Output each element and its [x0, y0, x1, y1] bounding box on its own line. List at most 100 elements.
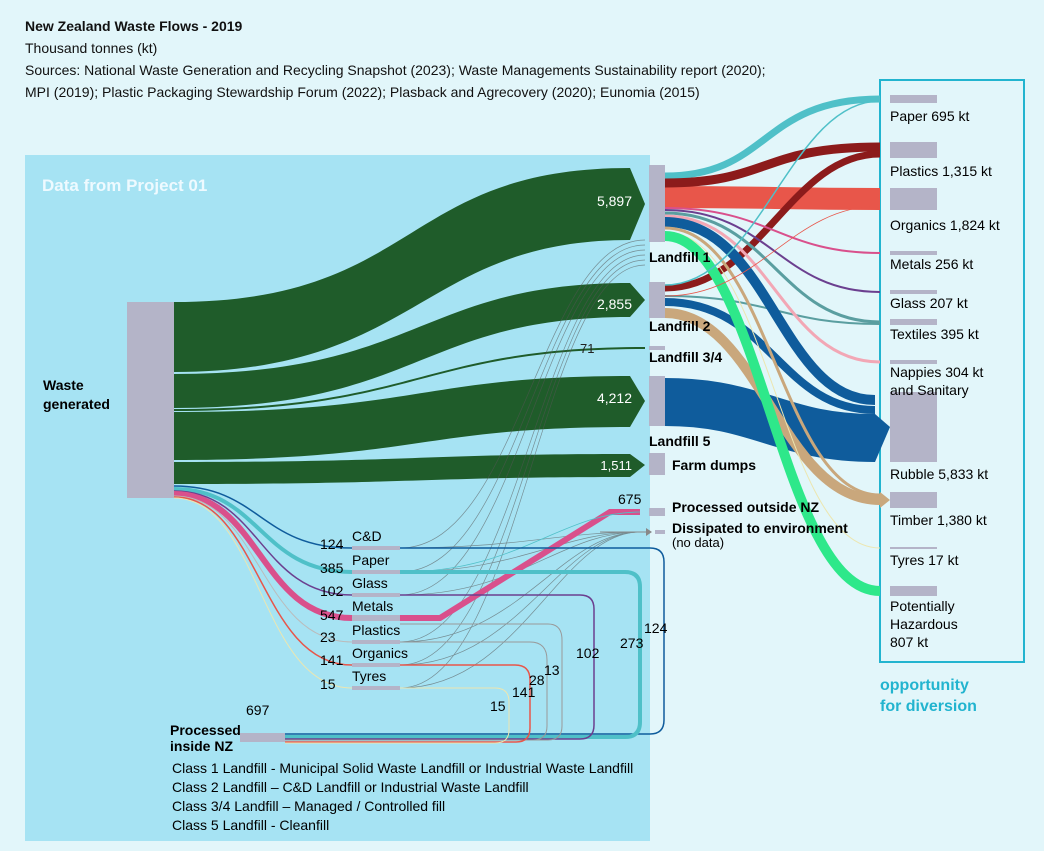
category-label: Potentially: [890, 598, 955, 614]
return-value-plastics: 13: [544, 662, 560, 678]
material-value: 547: [320, 607, 344, 623]
diversion-line-1: opportunity: [880, 677, 969, 694]
return-tyres: [285, 687, 510, 744]
farm-dumps-value: 1,511: [600, 458, 632, 473]
legend-line: Class 2 Landfill – C&D Landfill or Indus…: [172, 779, 529, 795]
category-label: Paper 695 kt: [890, 108, 969, 124]
flow-l2-rubble: [664, 298, 876, 414]
flow-l1-timber: [664, 226, 881, 497]
inside-nz-node: [240, 733, 285, 742]
material-value: 102: [320, 583, 344, 599]
flow-l1-paper: [664, 95, 881, 180]
landfill-2-node: [649, 282, 665, 318]
landfill-2-value: 2,855: [597, 296, 632, 312]
category-label: Tyres 17 kt: [890, 552, 959, 568]
category-label: Organics 1,824 kt: [890, 217, 1000, 233]
flow-glass: [173, 490, 353, 596]
flow-l1-nappies: [664, 214, 881, 364]
legend-line: Class 3/4 Landfill – Managed / Controlle…: [172, 798, 445, 814]
category-label-2: and Sanitary: [890, 382, 969, 398]
farm-dumps-node: [649, 453, 665, 475]
flow-organics: [173, 496, 353, 666]
flow-l1-hazardous: [664, 231, 881, 596]
category-label: Metals 256 kt: [890, 256, 973, 272]
return-value-paper: 273: [620, 635, 644, 651]
flow-l1-tyres: [664, 231, 881, 549]
category-value: 807 kt: [890, 634, 928, 650]
landfill-flows: [174, 168, 645, 484]
source-label-1: Waste: [43, 377, 84, 393]
dissipated-node: [655, 530, 665, 534]
material-value: 124: [320, 536, 344, 552]
flow-to-landfill-1: [174, 168, 645, 372]
flow-metals-outside: [400, 509, 640, 621]
return-value-organics: 141: [512, 684, 536, 700]
material-label: Organics: [352, 645, 408, 661]
material-label: Paper: [352, 552, 390, 568]
sources-line-2: MPI (2019); Plastic Packaging Stewardshi…: [25, 84, 700, 100]
material-label: C&D: [352, 528, 382, 544]
flow-cd-outside-line: [399, 511, 641, 573]
return-cd: [285, 547, 665, 735]
landfill-3-4-value: 71: [580, 341, 594, 356]
material-value: 385: [320, 560, 344, 576]
flow-l1-textiles: [664, 211, 881, 324]
landfill-5-value: 4,212: [597, 390, 632, 406]
inside-nz-label-1: Processed: [170, 722, 241, 738]
material-label: Plastics: [352, 622, 400, 638]
category-label: Nappies 304 kt: [890, 364, 984, 380]
dissipated-label: Dissipated to environment: [672, 520, 848, 536]
waste-generated-node: [127, 302, 174, 498]
units-label: Thousand tonnes (kt): [25, 40, 158, 56]
sources-line-1: Sources: National Waste Generation and R…: [25, 62, 766, 78]
recycling-flows: [173, 485, 665, 744]
legend-line: Class 1 Landfill - Municipal Solid Waste…: [172, 760, 633, 776]
category-label: Textiles 395 kt: [890, 326, 979, 342]
material-value: 15: [320, 676, 336, 692]
landfill-1-label: Landfill 1: [649, 249, 711, 265]
return-value-cd: 124: [644, 620, 668, 636]
material-value: 23: [320, 629, 336, 645]
nodes: [127, 95, 937, 742]
diversion-box: [879, 79, 1025, 663]
source-label-2: generated: [43, 396, 110, 412]
flow-plastics: [173, 495, 353, 643]
legend-line: Class 5 Landfill - Cleanfill: [172, 817, 329, 833]
category-label-2: Hazardous: [890, 616, 958, 632]
return-plastics-2: [285, 623, 563, 741]
flow-l1-rubble: [664, 217, 876, 405]
flow-tyres: [173, 497, 353, 689]
landfill-2-label: Landfill 2: [649, 318, 711, 334]
farm-dumps-label: Farm dumps: [672, 457, 756, 473]
return-value-glass: 102: [576, 645, 600, 661]
return-plastics: [285, 641, 548, 741]
composition-flows: [664, 95, 890, 596]
landfill-3-4-label: Landfill 3/4: [649, 349, 722, 365]
landfill-5-node: [649, 376, 665, 426]
dissipated-note: (no data): [672, 535, 724, 550]
category-label: Rubble 5,833 kt: [890, 466, 988, 482]
flow-cd: [173, 485, 353, 549]
landfill-1-value: 5,897: [597, 193, 632, 209]
material-label: Glass: [352, 575, 388, 591]
material-label: Tyres: [352, 668, 386, 684]
material-value: 141: [320, 652, 344, 668]
flow-l1-plastics: [664, 142, 881, 188]
flow-to-farm-dumps: [174, 454, 645, 484]
flow-l1-metals: [664, 207, 881, 254]
category-label: Timber 1,380 kt: [890, 512, 987, 528]
return-organics: [285, 664, 531, 743]
category-label: Plastics 1,315 kt: [890, 163, 992, 179]
landfill-3-4-node: [649, 346, 665, 350]
outside-nz-value: 675: [618, 491, 642, 507]
return-paper: [285, 570, 642, 739]
flow-paper: [173, 487, 353, 574]
inside-nz-label-2: inside NZ: [170, 738, 233, 754]
outside-nz-node: [649, 508, 665, 516]
outside-nz-label: Processed outside NZ: [672, 499, 819, 515]
flow-l2-paper: [664, 100, 881, 286]
category-label: Glass 207 kt: [890, 295, 968, 311]
flow-l1-organics: [664, 186, 881, 210]
inside-nz-value: 697: [246, 702, 270, 718]
